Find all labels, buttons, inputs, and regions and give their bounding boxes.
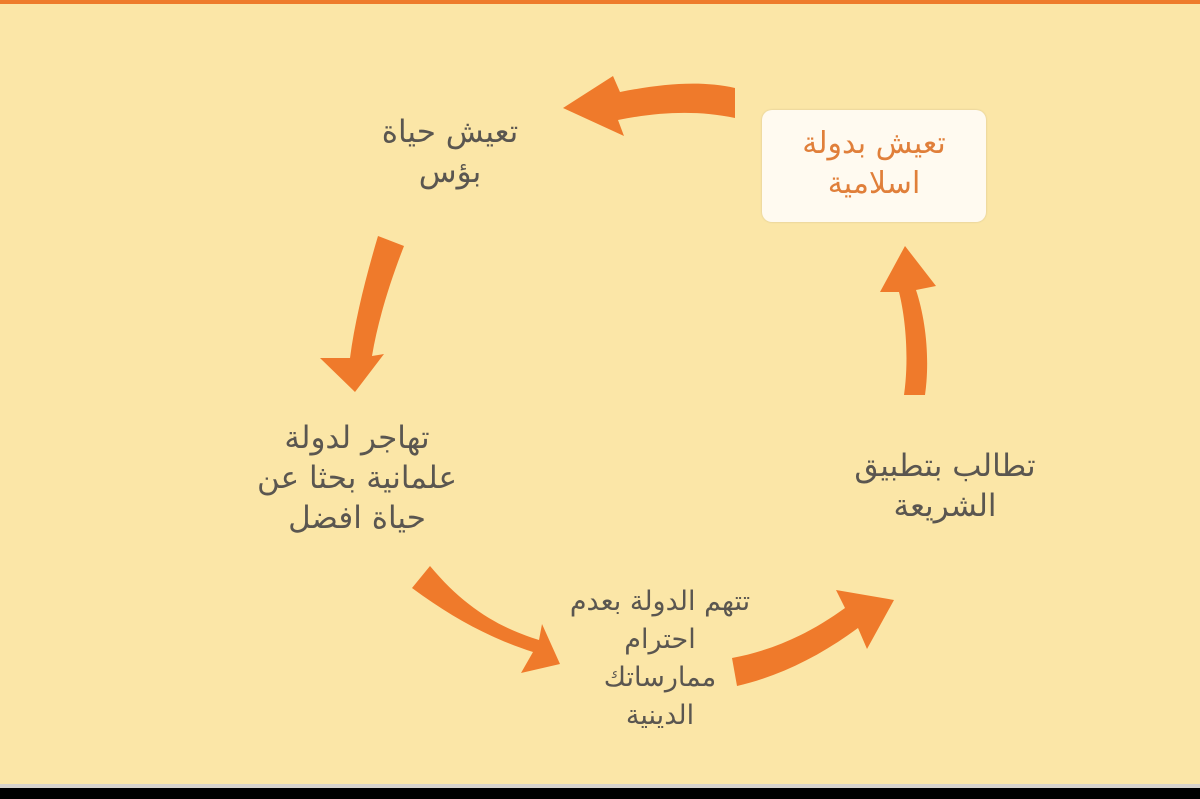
bottom-divider xyxy=(0,784,1200,788)
step-live-in-misery: تعيش حياة بؤس xyxy=(320,112,580,192)
step-line: تعيش بدولة xyxy=(802,126,946,161)
highlight-box xyxy=(762,110,986,222)
step-line: ممارساتك xyxy=(603,662,717,693)
arrow-step1-to-step5 xyxy=(563,76,735,136)
step-line: تتهم الدولة بعدم xyxy=(569,586,751,617)
arrow-step4-to-step3 xyxy=(412,566,560,673)
step-demand-sharia: تطالب بتطبيق الشريعة xyxy=(815,446,1075,526)
step-line: بؤس xyxy=(418,154,482,190)
step-line: احترام xyxy=(624,624,696,655)
step-line: علمانية بحثا عن xyxy=(257,460,457,496)
step-line: تعيش حياة xyxy=(381,114,519,150)
arrow-step2-to-step1 xyxy=(880,246,936,395)
step-line: اسلامية xyxy=(827,166,921,201)
step-line: الشريعة xyxy=(893,488,997,524)
bottom-black-band xyxy=(0,788,1200,799)
step-accuse-state: تتهم الدولة بعدم احترام ممارساتك الدينية xyxy=(520,583,800,735)
arrow-step3-to-step2 xyxy=(732,590,894,686)
step-live-in-islamic-state: تعيش بدولة اسلامية xyxy=(762,124,986,204)
step-line: الدينية xyxy=(625,700,695,731)
step-line: تطالب بتطبيق xyxy=(854,448,1036,484)
top-accent-strip xyxy=(0,0,1200,4)
step-line: تهاجر لدولة xyxy=(284,420,430,456)
step-line: حياة افضل xyxy=(288,500,426,536)
arrow-step5-to-step4 xyxy=(320,236,404,392)
step-emigrate-secular-state: تهاجر لدولة علمانية بحثا عن حياة افضل xyxy=(212,418,502,538)
